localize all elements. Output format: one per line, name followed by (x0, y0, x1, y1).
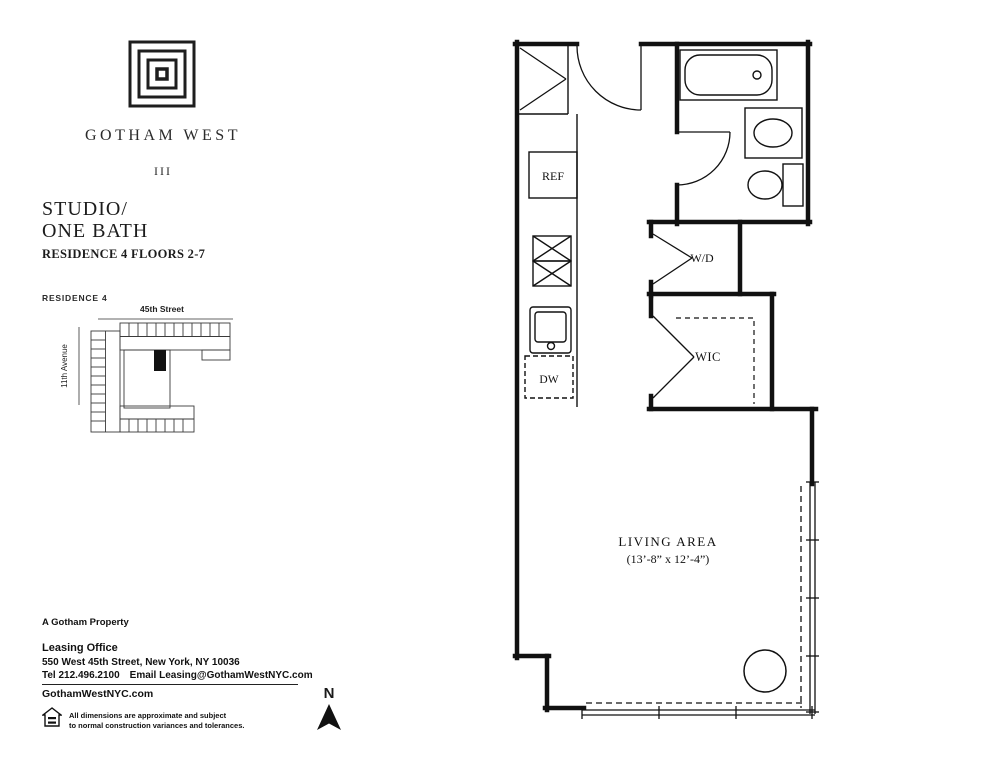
bottom-window (581, 702, 815, 719)
wd-label: W/D (690, 251, 714, 265)
website-url: GothamWestNYC.com (42, 688, 154, 700)
phone-number: Tel 212.496.2100 (42, 670, 120, 681)
bathtub (679, 49, 778, 101)
entry-closet-door (519, 47, 567, 111)
kitchen (517, 44, 578, 407)
building-outline (90, 322, 231, 433)
wic-label: WIC (695, 350, 721, 364)
disclaimer-line2: to normal construction variances and tol… (69, 720, 245, 730)
email-address: Email Leasing@GothamWestNYC.com (129, 670, 313, 681)
avenue-label: 11th Avenue (60, 344, 69, 388)
column (743, 649, 787, 693)
wic-shelving (676, 317, 755, 404)
leasing-contact: Tel 212.496.2100 Email Leasing@GothamWest… (42, 670, 323, 681)
disclaimer-line1: All dimensions are approximate and subje… (69, 711, 227, 720)
footer-divider (42, 684, 298, 685)
windows (581, 481, 819, 719)
floor-plan-svg: REF DW W/D WIC LIVING AREA (13’-8” x 12’… (512, 39, 819, 719)
leasing-office-label: Leasing Office (42, 642, 118, 654)
brand-name: GOTHAM WEST (85, 127, 241, 144)
disclaimer: All dimensions are approximate and subje… (69, 711, 244, 730)
kitchen-sink (529, 306, 572, 354)
street-label: 45th Street (140, 304, 184, 314)
unit-type-line2: ONE BATH (42, 220, 149, 242)
ref-label: REF (542, 169, 564, 183)
bathroom (679, 49, 804, 207)
living-area-dimensions: (13’-8” x 12’-4”) (627, 552, 710, 566)
walls (512, 39, 819, 713)
property-tagline: A Gotham Property (42, 617, 129, 628)
vanity-sink (744, 107, 803, 159)
residence-info: RESIDENCE 4 FLOORS 2-7 (42, 247, 206, 261)
dishwasher-outline (524, 355, 574, 399)
north-label: N (323, 685, 335, 702)
doors (519, 45, 731, 399)
room-labels: REF DW W/D WIC LIVING AREA (13’-8” x 12’… (539, 169, 720, 566)
leasing-address: 550 West 45th Street, New York, NY 10036 (42, 657, 240, 668)
washer-dryer-door (652, 233, 693, 285)
living-area-label: LIVING AREA (618, 534, 717, 549)
building-numeral: III (154, 164, 172, 178)
stove (532, 235, 572, 287)
north-arrow-icon (317, 704, 341, 730)
equal-housing-icon (42, 707, 62, 727)
dw-label: DW (539, 374, 558, 386)
wic-door (652, 315, 695, 399)
key-plan-svg: 45th Street 11th Avenue (60, 304, 233, 433)
unit-type-heading: STUDIO/ ONE BATH (42, 198, 148, 242)
entry-door (576, 45, 642, 111)
residence-4-unit-marker (154, 350, 166, 371)
gotham-west-logo (128, 40, 196, 108)
key-plan-residence-label: RESIDENCE 4 (42, 293, 108, 303)
unit-type-line1: STUDIO/ (42, 198, 128, 220)
right-window (800, 481, 819, 714)
bathroom-door (676, 131, 731, 186)
toilet (747, 163, 804, 207)
refrigerator (528, 151, 578, 199)
